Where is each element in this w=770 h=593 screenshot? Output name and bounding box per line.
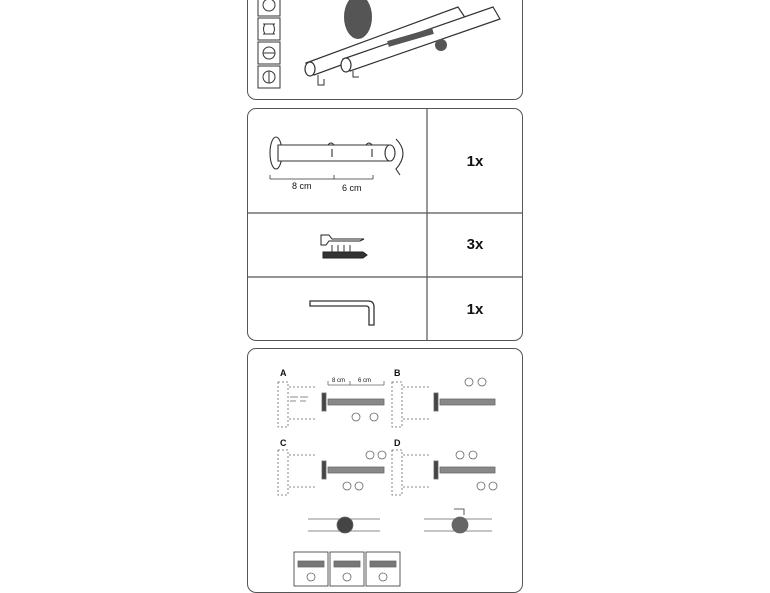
step-dimension-8cm: 8 cm: [332, 378, 346, 384]
step-label-c: C: [280, 438, 287, 448]
rod-overview-illustration: [257, 0, 501, 89]
rod-knob: [435, 39, 447, 51]
allen-key-drawing: [309, 300, 375, 326]
dimension-6cm: 6 cm: [342, 183, 362, 193]
parts-table-lines: [248, 109, 522, 340]
wall-disc: [344, 0, 372, 39]
screw-and-plug-drawing: [320, 234, 368, 259]
mounting-steps-panel: A B C D 8 cm 6 cm: [247, 348, 523, 593]
mounting-steps-illustration: [277, 377, 498, 587]
step-label-b: B: [394, 368, 401, 378]
parts-list-panel: 8 cm 6 cm 1x 3x 1x: [247, 108, 523, 341]
step-label-a: A: [280, 368, 287, 378]
rod-overview-panel: [247, 0, 523, 100]
step-label-d: D: [394, 438, 401, 448]
dimension-8cm: 8 cm: [292, 181, 312, 191]
step-dimension-6cm: 6 cm: [358, 378, 372, 384]
bracket-part-drawing: [269, 136, 404, 180]
profile-icons: [257, 0, 281, 89]
bracket-quantity: 1x: [466, 153, 484, 170]
screw-quantity: 3x: [466, 236, 484, 253]
allen-key-quantity: 1x: [466, 301, 484, 318]
